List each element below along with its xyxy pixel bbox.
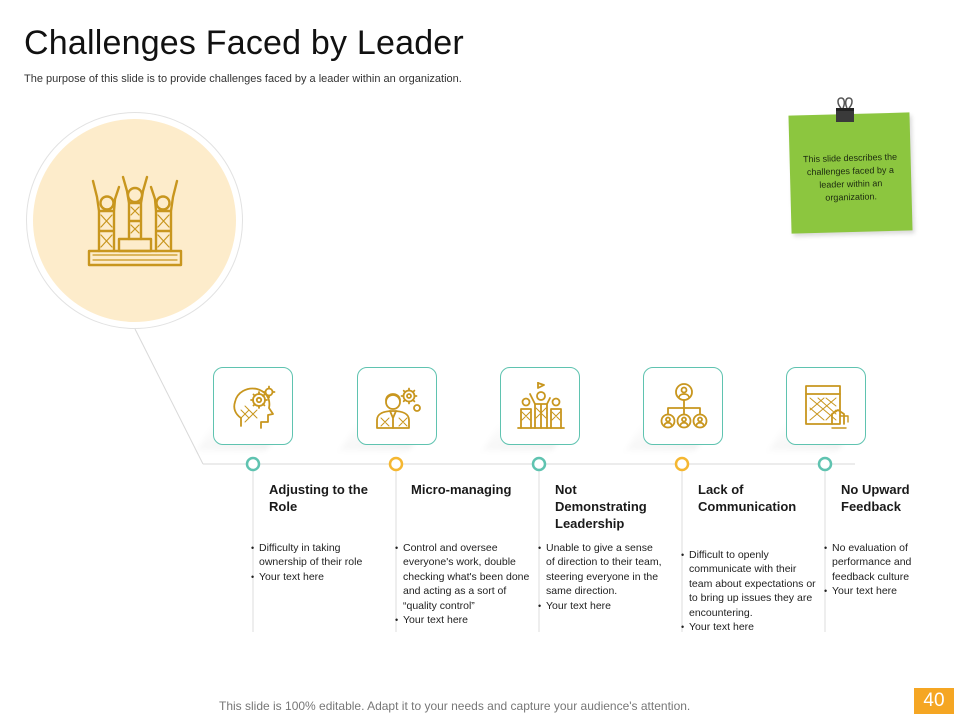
person-gears-icon: [376, 387, 421, 429]
feedback-board-icon: [805, 385, 849, 429]
hero-connector-line: [134, 328, 204, 465]
step-icon-box-5: [786, 367, 866, 445]
step-bullets-3: Unable to give a sense of direction to t…: [538, 541, 664, 613]
list-item: Your text here: [681, 620, 819, 635]
binder-clip-icon: [836, 97, 854, 122]
step-bullets-5: No evaluation of performance and feedbac…: [824, 541, 924, 599]
list-item: No evaluation of performance and feedbac…: [824, 541, 924, 584]
step-title-4: Lack of Communication: [698, 482, 797, 514]
list-item: Unable to give a sense of direction to t…: [538, 541, 664, 599]
timeline-dot-5: [817, 456, 833, 472]
slide-subtitle: The purpose of this slide is to provide …: [24, 73, 462, 85]
step-title-5: No Upward Feedback: [841, 482, 910, 514]
step-icon-box-3: [500, 367, 580, 445]
list-item: Your text here: [538, 599, 664, 614]
list-item: Control and oversee everyone's work, dou…: [395, 541, 540, 613]
step-title-3: Not Demonstrating Leadership: [555, 482, 647, 531]
timeline-dot-4: [674, 456, 690, 472]
step-icon-box-4: [643, 367, 723, 445]
step-bullets-1: Difficulty in taking ownership of their …: [251, 541, 363, 585]
hierarchy-icon: [660, 383, 708, 429]
list-item: Your text here: [824, 584, 924, 599]
slide-title: Challenges Faced by Leader: [24, 24, 464, 62]
list-item: Difficult to openly communicate with the…: [681, 548, 819, 620]
hero-circle: [26, 112, 243, 329]
timeline-dot-2: [388, 456, 404, 472]
celebrating-team-icon: [87, 175, 183, 267]
timeline-dot-3: [531, 456, 547, 472]
step-bullets-4: Difficult to openly communicate with the…: [681, 548, 819, 635]
team-leader-icon: [517, 382, 565, 429]
footer-text: This slide is 100% editable. Adapt it to…: [219, 699, 691, 713]
step-title-2: Micro-managing: [411, 482, 512, 497]
list-item: Difficulty in taking ownership of their …: [251, 541, 363, 570]
page-number: 40: [914, 688, 954, 714]
list-item: Your text here: [251, 570, 363, 585]
step-bullets-2: Control and oversee everyone's work, dou…: [395, 541, 540, 628]
sticky-note-text: This slide describes the challenges face…: [802, 151, 898, 203]
step-icon-box-1: [213, 367, 293, 445]
head-gears-icon: [233, 385, 276, 429]
list-item: Your text here: [395, 613, 540, 628]
step-title-1: Adjusting to the Role: [269, 482, 368, 514]
sticky-note: This slide describes the challenges face…: [788, 112, 913, 234]
timeline-dot-1: [245, 456, 261, 472]
step-icon-box-2: [357, 367, 437, 445]
